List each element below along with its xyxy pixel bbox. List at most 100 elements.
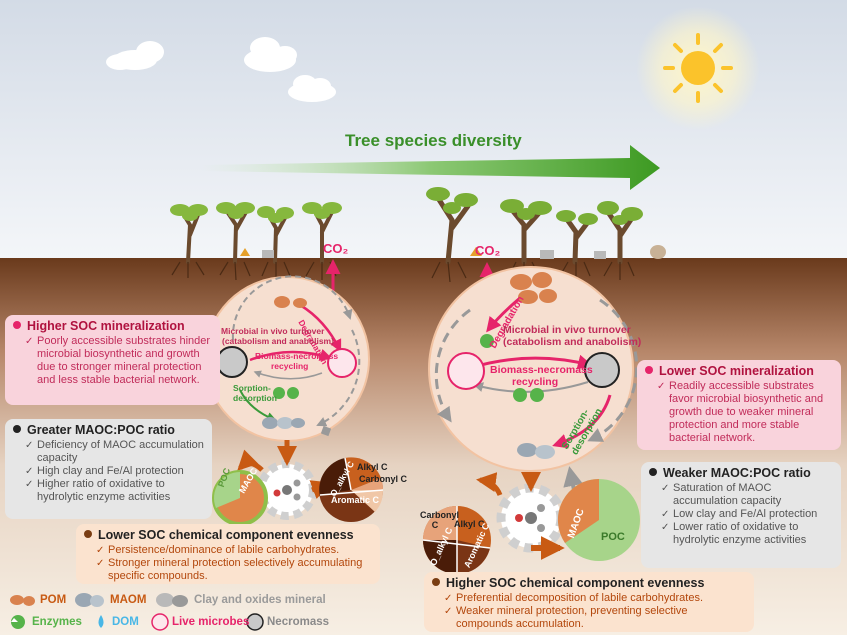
right-chem-pie (422, 506, 491, 574)
lower-evenness-list: Persistence/dominance of labile carbohyd… (84, 544, 372, 583)
list-item: Higher ratio of oxidative to hydrolytic … (25, 478, 204, 504)
left-chem-pie (319, 457, 384, 522)
higher-evenness-title: Higher SOC chemical component evenness (432, 577, 746, 590)
left-sorption-line1: Sorption- (233, 383, 271, 393)
greater-ratio-title: Greater MAOC:POC ratio (13, 424, 204, 437)
list-item: Deficiency of MAOC accumulation capacity (25, 439, 204, 465)
left-degradation-arrow (299, 303, 342, 353)
list-item: Lower ratio of oxidative to hydrolytic e… (661, 521, 833, 547)
weaker-ratio-list: Saturation of MAOC accumulation capacity… (649, 482, 833, 547)
higher-evenness-box: Higher SOC chemical component evenness P… (424, 572, 754, 632)
list-item: Poorly accessible substrates hinder micr… (25, 335, 212, 387)
left-maom-icon (262, 417, 305, 429)
higher-mineralization-title: Higher SOC mineralization (13, 320, 212, 333)
left-dashed-cycle (231, 275, 353, 341)
legend-enzymes-label: Enzymes (32, 616, 82, 628)
right-recycling-line2: recycling (512, 376, 559, 388)
right-orange-arrow-1 (476, 472, 503, 497)
left-orange-arrow-1 (237, 449, 264, 472)
legend-dom-label: DOM (112, 616, 139, 628)
legend-pom-label: POM (40, 594, 67, 606)
list-item: Low clay and Fe/Al protection (661, 508, 833, 521)
left-chem-alkyl: Alkyl C (357, 462, 388, 472)
lower-mineralization-list: Readily accessible substrates favor micr… (645, 380, 833, 445)
left-recycling-line1: Biomass-necromass (255, 351, 339, 361)
weaker-ratio-title-text: Weaker MAOC:POC ratio (663, 466, 811, 480)
left-enzyme-icon (273, 387, 299, 399)
legend-enzymes-icon (11, 615, 25, 629)
right-enzyme-icon-top (480, 334, 494, 348)
left-gear-icon (257, 460, 317, 520)
right-degradation-arrow (486, 296, 521, 333)
lower-evenness-box: Lower SOC chemical component evenness Pe… (76, 524, 380, 584)
left-turnover-line1: Microbial in vivo turnover (221, 326, 325, 336)
left-dashed-cycle-2 (316, 329, 361, 427)
legend-necromass-icon (246, 613, 264, 631)
list-item: Persistence/dominance of labile carbohyd… (96, 544, 372, 557)
greater-ratio-title-text: Greater MAOC:POC ratio (27, 423, 175, 437)
legend-pom-icon (10, 595, 35, 606)
list-item: Readily accessible substrates favor micr… (657, 380, 833, 445)
right-sorption-arrow (552, 394, 612, 449)
greater-ratio-box: Greater MAOC:POC ratio Deficiency of MAO… (5, 419, 212, 519)
left-grey-arrowhead (320, 425, 332, 437)
right-pom-icon (510, 272, 557, 304)
right-dashed-cycle-2 (587, 298, 639, 442)
weaker-ratio-box: Weaker MAOC:POC ratio Saturation of MAOC… (641, 462, 841, 568)
weaker-ratio-title: Weaker MAOC:POC ratio (649, 467, 833, 480)
lower-evenness-title-text: Lower SOC chemical component evenness (98, 528, 354, 542)
right-poc-label: POC (601, 531, 625, 543)
right-co2-label: CO₂ (475, 243, 501, 258)
left-chem-carbonyl: Carbonyl C (359, 474, 408, 484)
left-recycling-line2: recycling (271, 361, 309, 371)
right-enzyme-icon (513, 388, 544, 402)
right-chem-carbonyl: Carbonyl C (420, 510, 460, 530)
right-recycling-arrow (473, 381, 589, 393)
list-item: Stronger mineral protection selectively … (96, 557, 372, 583)
sun-icon (636, 6, 760, 130)
left-turnover-line2: (catabolism and anabolism) (222, 336, 334, 346)
right-live-microbes-icon (447, 352, 485, 390)
left-turnover-arrow (249, 348, 333, 362)
left-pom-icon (274, 296, 307, 308)
legend-dom-icon (98, 615, 104, 628)
left-live-microbes-icon (327, 348, 357, 378)
legend-maom-icon (75, 593, 104, 607)
right-maom-icon (517, 443, 555, 459)
greater-ratio-list: Deficiency of MAOC accumulation capacity… (13, 439, 204, 504)
left-pool-pie (212, 470, 268, 526)
list-item: Weaker mineral protection, preventing se… (444, 605, 746, 631)
legend-clay-label: Clay and oxides mineral (194, 594, 326, 606)
cloud-icon (106, 37, 336, 102)
higher-evenness-list: Preferential decomposition of labile car… (432, 592, 746, 631)
left-recycling-arrow (253, 370, 323, 380)
right-recycling-line1: Biomass-necromass (490, 364, 593, 376)
right-chem-alkyl: Alkyl C (454, 519, 485, 529)
right-turnover-line2: (catabolism and anabolism) (503, 336, 642, 348)
right-forest (426, 187, 666, 283)
higher-evenness-title-text: Higher SOC chemical component evenness (446, 576, 705, 590)
higher-mineralization-list: Poorly accessible substrates hinder micr… (13, 335, 212, 387)
lower-evenness-title: Lower SOC chemical component evenness (84, 529, 372, 542)
legend-necromass-label: Necromass (267, 616, 330, 628)
right-gear-icon (496, 483, 566, 553)
left-forest (170, 202, 342, 281)
lower-mineralization-title: Lower SOC mineralization (645, 365, 833, 378)
lower-mineralization-box: Lower SOC mineralization Readily accessi… (637, 360, 841, 450)
legend-live-microbes-icon (151, 613, 169, 631)
higher-mineralization-box: Higher SOC mineralization Poorly accessi… (5, 315, 220, 405)
right-chem-carbonyl-text: Carbonyl C (420, 510, 460, 530)
list-item: Saturation of MAOC accumulation capacity (661, 482, 833, 508)
right-necromass-icon (584, 352, 620, 388)
diversity-arrow (200, 145, 660, 190)
right-pool-pie (557, 478, 640, 561)
left-chem-aromatic: Aromatic C (331, 495, 380, 505)
legend-clay-icon (156, 593, 188, 607)
list-item: High clay and Fe/Al protection (25, 465, 204, 478)
lower-mineralization-title-text: Lower SOC mineralization (659, 364, 814, 378)
diagram-title: Tree species diversity (345, 131, 522, 150)
left-co2-label: CO₂ (323, 241, 349, 256)
legend-live-microbes-label: Live microbes (172, 616, 250, 628)
right-turnover-line1: Microbial in vivo turnover (503, 324, 631, 336)
left-necromass-icon (216, 346, 248, 378)
